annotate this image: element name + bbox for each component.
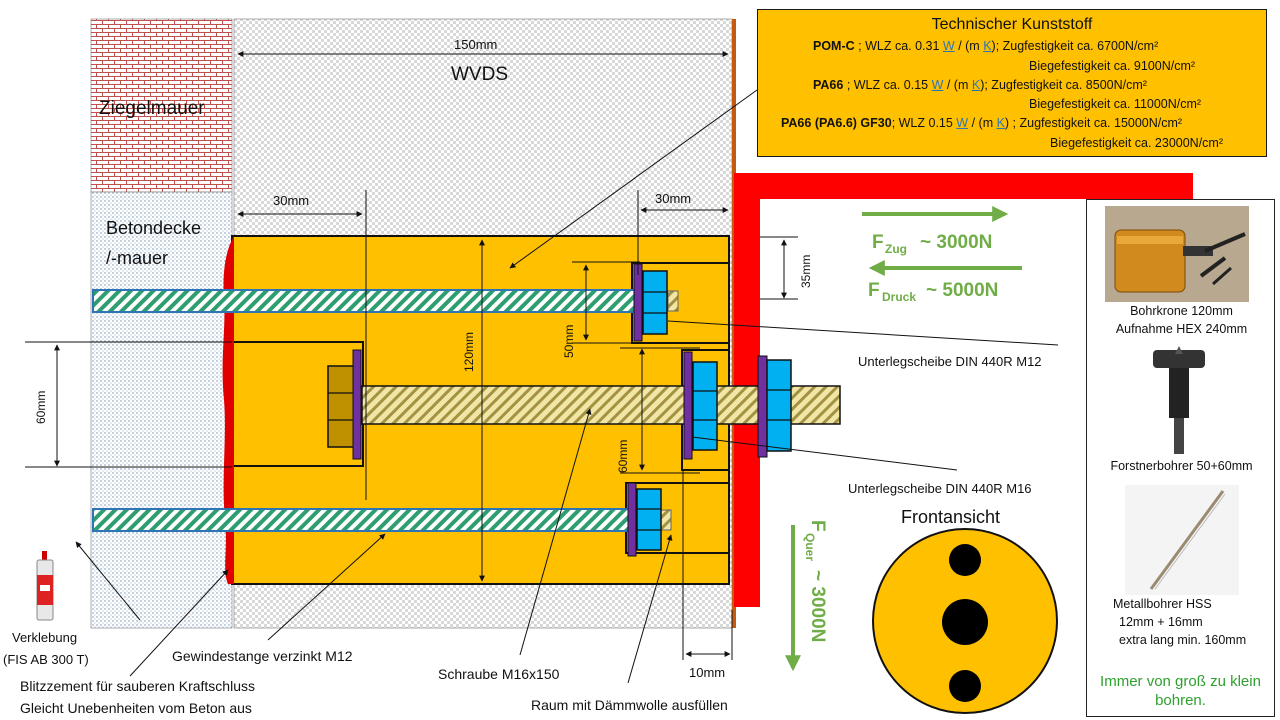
brick-wall <box>90 18 233 193</box>
label-unebenheiten: Gleicht Unebenheiten vom Beton aus <box>20 700 252 716</box>
front-hole-top <box>949 544 981 576</box>
info-row-pa66: PA66 ; WLZ ca. 0.15 W / (m K); Zugfestig… <box>813 78 1147 92</box>
label-betondecke: Betondecke <box>106 218 201 238</box>
hint-drill-order: Immer von groß zu klein bohren. <box>1100 673 1261 709</box>
nut-outer <box>757 355 792 458</box>
caption-hex: Aufnahme HEX 240mm <box>1115 322 1248 336</box>
rod-top-end <box>667 290 679 312</box>
svg-text:F: F <box>807 520 828 532</box>
label-frontansicht: Frontansicht <box>901 507 1000 527</box>
svg-text:Druck: Druck <box>882 290 916 304</box>
svg-text:Quer: Quer <box>803 533 817 561</box>
tools-panel: Bohrkrone 120mm Aufnahme HEX 240mm Forst… <box>1086 199 1275 717</box>
threaded-rod-bottom <box>92 508 634 532</box>
label-gewindestange: Gewindestange verzinkt M12 <box>172 648 353 664</box>
nut-bottom <box>627 482 662 557</box>
f-quer-label: F Quer ~ 3000N <box>803 520 828 642</box>
nut-middle <box>683 351 718 460</box>
screw-head <box>327 365 356 448</box>
dim-30-left: 30mm <box>273 193 309 208</box>
forstner-bit-image <box>1153 346 1205 454</box>
dim-120: 120mm <box>462 332 476 372</box>
red-profile-top <box>734 173 1193 199</box>
f-druck-label: F Druck ~ 5000N <box>868 280 998 304</box>
f-zug-label: F Zug ~ 3000N <box>872 232 992 256</box>
dim-30-right: 30mm <box>655 191 691 206</box>
dim-60-left: 60mm <box>34 391 48 424</box>
metal-drill-image <box>1125 485 1239 595</box>
info-row-pa66gf30: PA66 (PA6.6) GF30; WLZ 0.15 W / (m K) ; … <box>781 116 1183 130</box>
svg-text:F: F <box>868 280 880 301</box>
nut-top <box>633 263 668 342</box>
label-washer-m12: Unterlegscheibe DIN 440R M12 <box>858 354 1042 369</box>
caption-metallbohrer: Metallbohrer HSS <box>1113 597 1212 611</box>
caption-size: 12mm + 16mm <box>1119 615 1203 629</box>
concrete-wall <box>90 191 233 629</box>
svg-text:F: F <box>872 232 884 253</box>
info-title: Technischer Kunststoff <box>931 16 1093 33</box>
label-blitzzement: Blitzzement für sauberen Kraftschluss <box>20 678 255 694</box>
dim-60-mid: 60mm <box>616 440 630 473</box>
label-mauer: /-mauer <box>106 248 168 268</box>
dim-150: 150mm <box>454 37 497 52</box>
caption-bohrkrone: Bohrkrone 120mm <box>1130 304 1233 318</box>
dim-10: 10mm <box>689 665 725 680</box>
front-hole-middle <box>942 599 988 645</box>
screw-head-washer <box>352 349 362 460</box>
label-verklebung: Verklebung <box>12 630 77 645</box>
info-row-pomc-b: Biegefestigkeit ca. 9100N/cm² <box>1029 59 1196 73</box>
adhesive-cartridge-image <box>36 551 54 621</box>
dimension-lines <box>25 51 798 660</box>
svg-text:~ 3000N: ~ 3000N <box>807 570 828 642</box>
svg-text:Zug: Zug <box>885 242 907 256</box>
label-daemmwolle: Raum mit Dämmwolle ausfüllen <box>531 697 728 713</box>
caption-extra-lang: extra lang min. 160mm <box>1119 633 1247 647</box>
core-drill-image <box>1105 206 1249 302</box>
dim-50: 50mm <box>562 325 576 358</box>
quick-cement-strip <box>222 236 234 584</box>
front-hole-bottom <box>949 670 981 702</box>
info-row-pomc: POM-C ; WLZ ca. 0.31 W / (m K); Zugfesti… <box>813 39 1159 53</box>
label-ziegelmauer: Ziegelmauer <box>99 98 205 119</box>
label-schraube: Schraube M16x150 <box>438 666 560 682</box>
svg-text:~ 5000N: ~ 5000N <box>926 280 998 301</box>
material-info-box: Technischer Kunststoff POM-C ; WLZ ca. 0… <box>757 9 1267 157</box>
info-row-pa66-b: Biegefestigkeit ca. 11000N/cm² <box>1029 97 1202 111</box>
leader-lines <box>75 89 1059 684</box>
caption-forstner: Forstnerbohrer 50+60mm <box>1110 459 1253 473</box>
info-row-pa66gf30-b: Biegefestigkeit ca. 23000N/cm² <box>1050 136 1224 150</box>
label-washer-m16: Unterlegscheibe DIN 440R M16 <box>848 481 1032 496</box>
dim-35: 35mm <box>799 255 813 288</box>
svg-text:~ 3000N: ~ 3000N <box>920 232 992 253</box>
label-fis: (FIS AB 300 T) <box>3 652 89 667</box>
label-wvds: WVDS <box>451 64 508 85</box>
